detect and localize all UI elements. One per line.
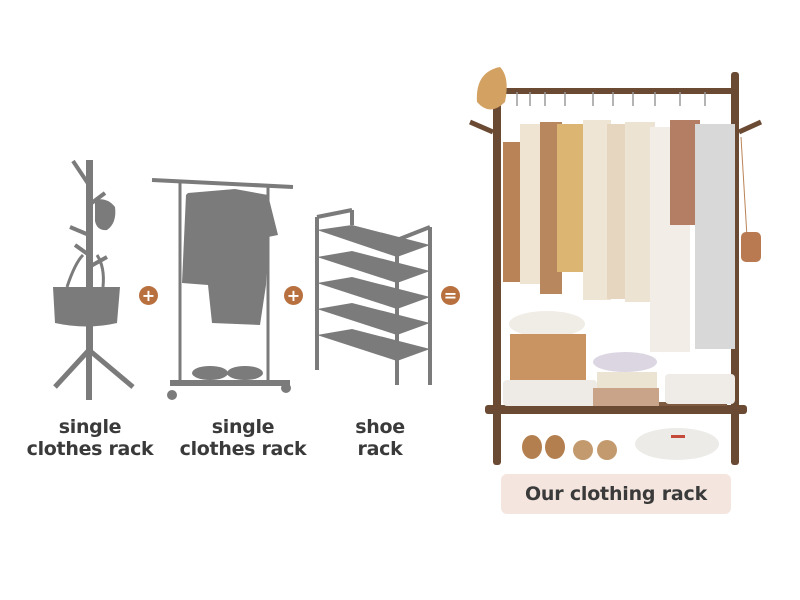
plus-operator-icon: +: [284, 286, 303, 305]
label-line: clothes rack: [179, 438, 307, 460]
coat-tree-icon: [45, 155, 140, 405]
label-line: shoe: [355, 416, 405, 438]
result-label-badge: Our clothing rack: [501, 474, 731, 514]
label-line: single: [58, 416, 122, 438]
equals-operator-icon: =: [441, 286, 460, 305]
label-line: rack: [357, 438, 403, 460]
label-line: clothes rack: [26, 438, 154, 460]
plus-operator-icon: +: [139, 286, 158, 305]
label-line: single: [211, 416, 275, 438]
shoe-rack-icon: [312, 205, 437, 395]
garment-rack-icon: [150, 175, 295, 405]
coat-tree-label: single clothes rack: [10, 416, 170, 460]
garment-rack-label: single clothes rack: [163, 416, 323, 460]
shoe-rack-label: shoe rack: [320, 416, 440, 460]
wooden-clothing-rack-photo: [465, 62, 765, 467]
